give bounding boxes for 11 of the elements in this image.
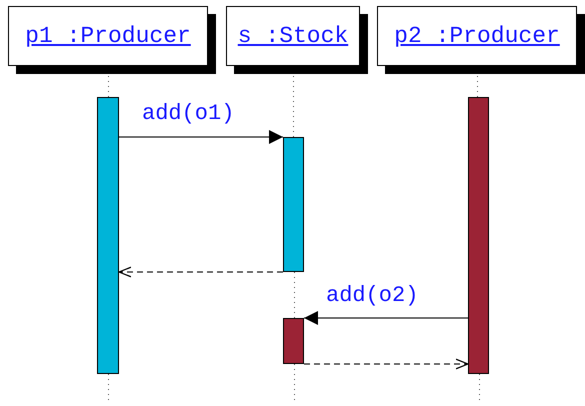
- activation-bar: [283, 137, 304, 272]
- activation-bar: [97, 97, 119, 374]
- message-arrow: [304, 311, 468, 325]
- message-arrow: [118, 130, 284, 144]
- object-name: p2 :Producer: [394, 23, 560, 49]
- activation-bar: [283, 318, 304, 364]
- object-name: p1 :Producer: [25, 23, 191, 49]
- return-arrow: [118, 266, 284, 278]
- return-arrow: [304, 358, 469, 370]
- activation-bar: [468, 97, 489, 374]
- object-name: s :Stock: [238, 23, 348, 49]
